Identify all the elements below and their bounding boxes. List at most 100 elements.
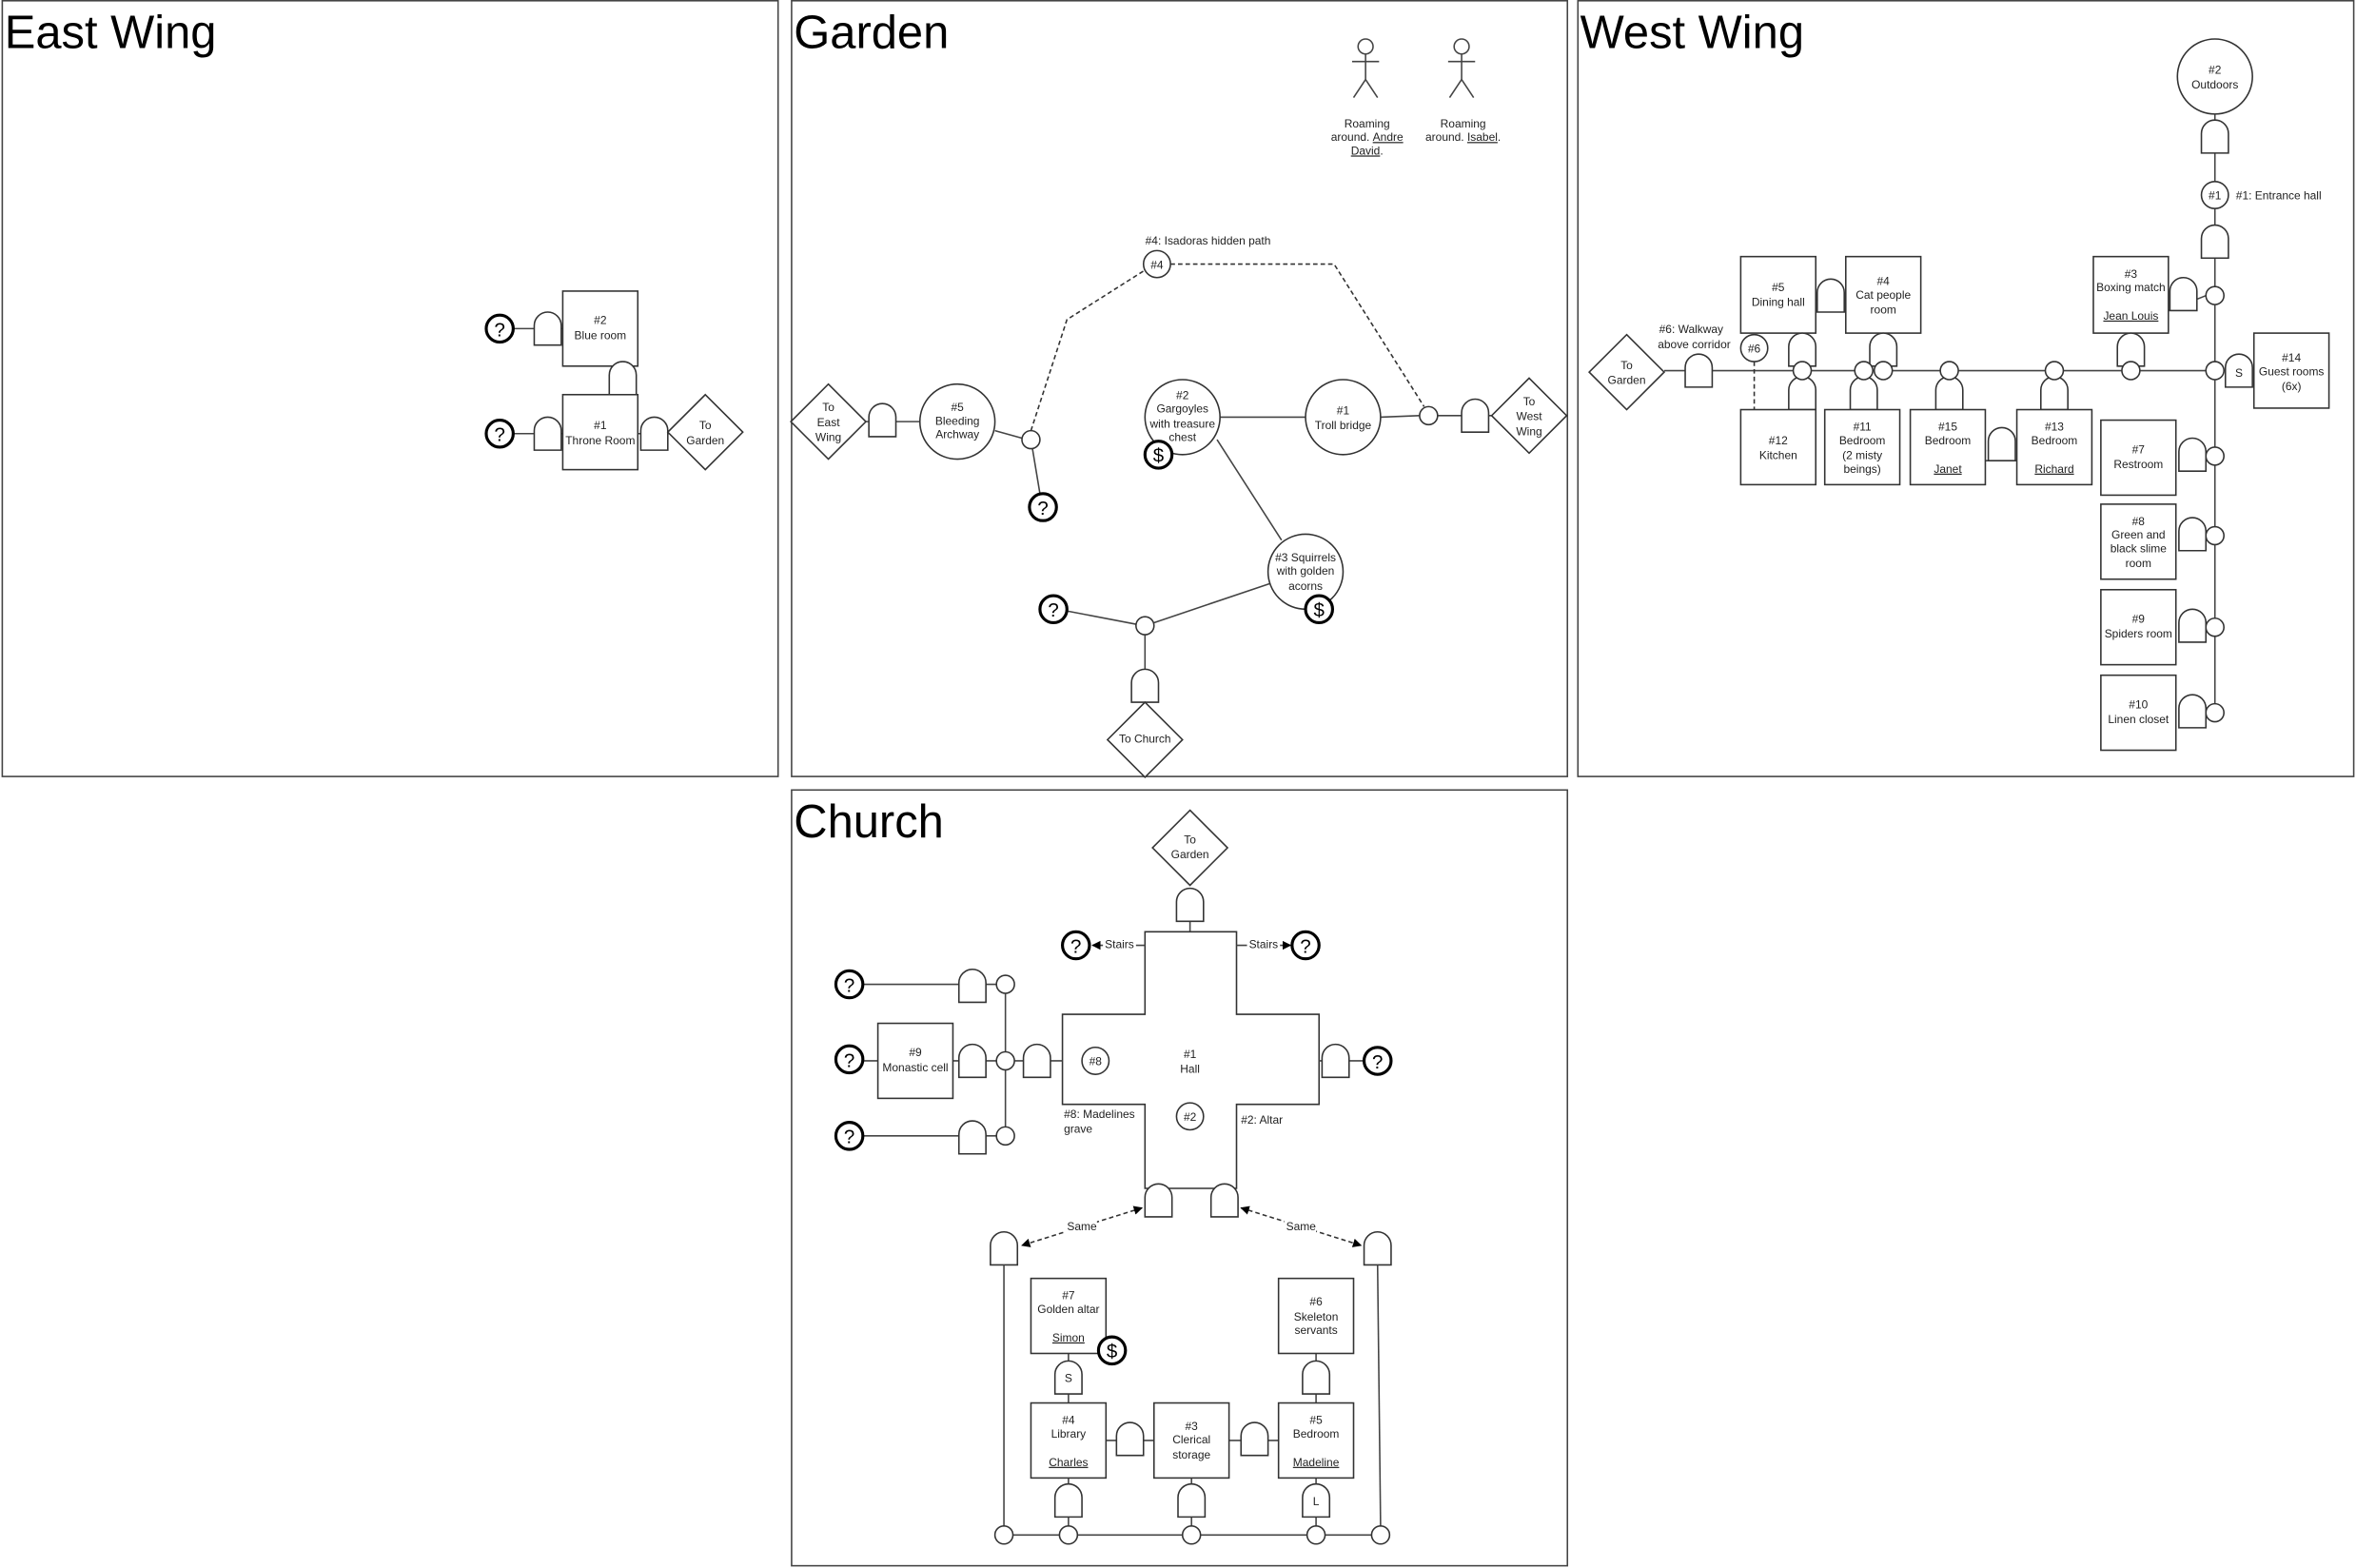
treasure-icon[interactable]: $	[1143, 440, 1174, 470]
unknown-room-icon[interactable]: ?	[1290, 930, 1321, 961]
unknown-room-icon[interactable]: ?	[834, 1121, 865, 1151]
treasure-icon[interactable]: $	[1096, 1335, 1128, 1366]
door[interactable]	[1175, 887, 1205, 923]
grave-marker[interactable]: #8	[1081, 1046, 1110, 1075]
stick-figure-icon	[1351, 38, 1380, 98]
room-throne-room[interactable]: #1 Throne Room	[561, 393, 639, 471]
door[interactable]	[1321, 1043, 1350, 1079]
door-secret[interactable]: S	[1053, 1360, 1083, 1395]
door[interactable]	[1987, 426, 2016, 461]
question-glyph: ?	[1300, 935, 1310, 957]
door[interactable]	[1240, 1421, 1269, 1457]
entrance-hall-marker[interactable]: #1	[2200, 181, 2229, 209]
unknown-room-icon[interactable]: ?	[1028, 492, 1058, 522]
actor-andre-david[interactable]: Roaming around. Andre David.	[1331, 38, 1404, 157]
door[interactable]	[2040, 376, 2069, 411]
exit-to-west-wing[interactable]: To West Wing	[1490, 377, 1568, 455]
unknown-room-icon[interactable]: ?	[484, 418, 515, 449]
junction	[2205, 617, 2225, 637]
exit-to-church[interactable]: To Church	[1106, 700, 1184, 779]
room-slime[interactable]: #8 Green and black slime room	[2100, 503, 2177, 580]
room-occupant: Charles	[1049, 1456, 1088, 1469]
junction	[2044, 361, 2065, 381]
door[interactable]	[1115, 1421, 1145, 1457]
room-monastic-cell[interactable]: #9 Monastic cell	[876, 1022, 954, 1100]
door[interactable]	[1684, 353, 1714, 388]
door[interactable]	[1934, 376, 1964, 411]
altar-marker[interactable]: #2	[1175, 1102, 1205, 1131]
door[interactable]	[957, 1120, 987, 1155]
room-troll-bridge[interactable]: #1 Troll bridge	[1305, 379, 1382, 456]
door[interactable]	[868, 402, 897, 438]
actor-isabel[interactable]: Roaming around. Isabel.	[1425, 38, 1501, 144]
door[interactable]	[1177, 1482, 1207, 1519]
door[interactable]	[2178, 694, 2208, 729]
unknown-room-icon[interactable]: ?	[834, 969, 865, 1000]
door[interactable]	[2169, 276, 2198, 312]
room-golden-altar[interactable]: #7 Golden altar Simon	[1030, 1277, 1108, 1355]
door-secret[interactable]: S	[2224, 353, 2253, 388]
door-locked[interactable]: L	[1302, 1482, 1331, 1519]
door[interactable]	[1022, 1043, 1051, 1079]
door[interactable]	[2178, 517, 2208, 552]
room-outdoors[interactable]: #2 Outdoors	[2176, 38, 2253, 115]
door[interactable]	[1053, 1482, 1083, 1519]
room-occupant: Madeline	[1293, 1456, 1340, 1469]
room-boxing-match[interactable]: #3 Boxing match Jean Louis	[2092, 255, 2169, 334]
unknown-room-icon[interactable]: ?	[1038, 594, 1069, 625]
room-hall[interactable]: #1 Hall	[1061, 931, 1321, 1189]
room-bedroom-janet[interactable]: #15 Bedroom Janet	[1909, 408, 1987, 486]
exit-to-garden[interactable]: To Garden	[666, 393, 744, 471]
door[interactable]	[1461, 398, 1490, 433]
room-spiders[interactable]: #9 Spiders room	[2100, 588, 2177, 666]
room-bedroom-richard[interactable]: #13 Bedroom Richard	[2015, 408, 2093, 486]
room-linen-closet[interactable]: #10 Linen closet	[2100, 674, 2177, 752]
room-restroom[interactable]: #7 Restroom	[2100, 419, 2177, 497]
door[interactable]	[608, 361, 638, 396]
unknown-room-icon[interactable]: ?	[484, 313, 515, 344]
room-cat-people[interactable]: #4 Cat people room	[1844, 255, 1922, 334]
door[interactable]	[1209, 1183, 1239, 1218]
room-blue-room[interactable]: #2 Blue room	[561, 290, 639, 367]
unknown-room-icon[interactable]: ?	[1060, 930, 1091, 961]
room-name: #3 Squirrels	[1275, 551, 1336, 564]
junction	[1135, 616, 1155, 636]
door[interactable]	[1816, 278, 1845, 313]
exit-to-east-wing[interactable]: To East Wing	[790, 382, 868, 461]
unknown-room-icon[interactable]: ?	[834, 1044, 865, 1075]
treasure-icon[interactable]: $	[1304, 594, 1335, 625]
room-bedroom-madeline[interactable]: #5 Bedroom Madeline	[1277, 1401, 1355, 1480]
walkway-marker[interactable]: #6	[1739, 333, 1769, 363]
room-bleeding-archway[interactable]: #5 Bleeding Archway	[918, 382, 996, 461]
door[interactable]	[1144, 1183, 1173, 1218]
door[interactable]	[1130, 668, 1160, 703]
door[interactable]	[639, 416, 669, 451]
door[interactable]	[957, 968, 987, 1004]
hidden-path-marker[interactable]: #4	[1142, 249, 1171, 279]
room-skeleton-servants[interactable]: #6 Skeleton servants	[1277, 1277, 1355, 1355]
room-clerical-storage[interactable]: #3 Clerical storage	[1152, 1401, 1230, 1480]
door[interactable]	[1849, 376, 1878, 411]
unknown-room-icon[interactable]: ?	[1362, 1046, 1393, 1076]
exit-to-garden[interactable]: To Garden	[1151, 809, 1229, 887]
room-bedroom-misty[interactable]: #11 Bedroom (2 misty beings)	[1823, 408, 1901, 486]
door[interactable]	[533, 311, 562, 346]
door[interactable]	[1363, 1230, 1392, 1266]
room-name: (2 misty	[1842, 449, 1882, 462]
room-guest-rooms[interactable]: #14 Guest rooms (6x)	[2252, 332, 2330, 409]
room-dining-hall[interactable]: #5 Dining hall	[1739, 255, 1817, 334]
door[interactable]	[2200, 119, 2229, 154]
door[interactable]	[2178, 608, 2208, 643]
door[interactable]	[2178, 437, 2208, 472]
exit-to-garden[interactable]: To Garden	[1587, 333, 1666, 411]
room-library[interactable]: #4 Library Charles	[1030, 1401, 1108, 1480]
door[interactable]	[1788, 376, 1817, 411]
door[interactable]	[533, 416, 562, 451]
room-squirrels[interactable]: #3 Squirrels with golden acorns	[1266, 533, 1345, 611]
door[interactable]	[990, 1230, 1019, 1266]
door[interactable]	[1302, 1360, 1331, 1395]
room-gargoyles[interactable]: #2 Gargoyles with treasure chest	[1144, 379, 1221, 456]
door[interactable]	[957, 1043, 987, 1079]
room-kitchen[interactable]: #12 Kitchen	[1739, 408, 1817, 486]
door[interactable]	[2200, 224, 2229, 260]
